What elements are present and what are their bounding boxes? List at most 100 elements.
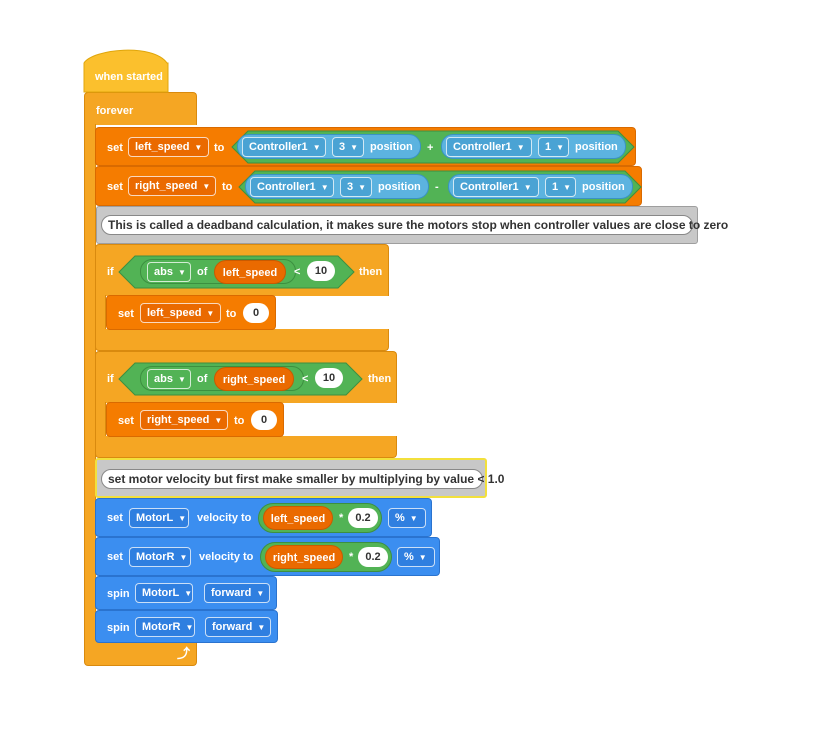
multiply-symbol: * xyxy=(349,551,354,563)
set-label: set xyxy=(107,142,123,154)
comment-text[interactable]: set motor velocity but first make smalle… xyxy=(101,469,504,489)
if-right-arm xyxy=(95,402,106,437)
forever-label: forever xyxy=(96,105,134,117)
abs-of-operator[interactable]: abs▼ of right_speed xyxy=(140,366,304,391)
when-started-hat[interactable] xyxy=(83,45,173,93)
chevron-down-icon: ▼ xyxy=(257,623,266,632)
abs-of-operator[interactable]: abs▼ of left_speed xyxy=(140,259,296,284)
right-speed-reporter[interactable]: right_speed xyxy=(214,367,294,391)
number-input[interactable]: 0 xyxy=(251,410,277,430)
left-speed-reporter[interactable]: left_speed xyxy=(214,260,286,284)
controller1-position-reporter-b[interactable]: Controller1▼ 1▼ position xyxy=(441,134,626,159)
set-right-speed-block[interactable]: set right_speed▼ to Controller1▼ 3▼ posi… xyxy=(95,166,642,206)
chevron-down-icon: ▼ xyxy=(179,553,188,562)
less-than-symbol: < xyxy=(302,373,309,385)
comment-text[interactable]: This is called a deadband calculation, i… xyxy=(101,215,728,235)
right-speed-reporter[interactable]: right_speed xyxy=(265,545,343,569)
number-input[interactable]: 10 xyxy=(307,261,335,281)
chevron-down-icon: ▼ xyxy=(523,183,532,192)
if-label: if xyxy=(107,266,114,278)
comment-block-deadband[interactable]: This is called a deadband calculation, i… xyxy=(96,206,728,244)
forever-block[interactable]: forever xyxy=(84,92,197,125)
axis-dropdown[interactable]: 1▼ xyxy=(545,177,576,197)
velocity-to-label: velocity to xyxy=(199,551,254,563)
of-label: of xyxy=(197,266,208,278)
spin-label: spin xyxy=(107,622,130,634)
chevron-down-icon: ▼ xyxy=(214,416,223,425)
to-label: to xyxy=(234,415,245,427)
position-label: position xyxy=(582,181,625,193)
set-motorr-velocity-block[interactable]: set MotorR▼ velocity to right_speed * 0.… xyxy=(95,537,440,576)
chevron-down-icon: ▼ xyxy=(358,183,367,192)
chevron-down-icon: ▼ xyxy=(184,589,193,598)
number-input[interactable]: 10 xyxy=(315,368,343,388)
number-input[interactable]: 0.2 xyxy=(348,508,378,528)
motorl-dropdown[interactable]: MotorL▼ xyxy=(135,583,193,603)
then-label: then xyxy=(359,266,383,278)
multiply-operator-block[interactable]: right_speed * 0.2 xyxy=(260,542,392,572)
right-speed-dropdown[interactable]: right_speed▼ xyxy=(128,176,216,196)
number-input[interactable]: 0.2 xyxy=(358,547,388,567)
controller1-dropdown[interactable]: Controller1▼ xyxy=(453,177,539,197)
velocity-to-label: velocity to xyxy=(197,512,252,524)
position-label: position xyxy=(370,141,413,153)
when-started-label: when started xyxy=(95,71,163,83)
direction-dropdown[interactable]: forward▼ xyxy=(205,617,271,637)
less-than-symbol: < xyxy=(294,266,301,278)
multiply-operator-block[interactable]: left_speed * 0.2 xyxy=(258,503,382,533)
comment-block-velocity[interactable]: set motor velocity but first make smalle… xyxy=(95,458,504,498)
multiply-symbol: * xyxy=(339,512,344,524)
set-label: set xyxy=(118,415,134,427)
direction-dropdown[interactable]: forward▼ xyxy=(204,583,270,603)
position-label: position xyxy=(378,181,421,193)
if-label: if xyxy=(107,373,114,385)
if-left-speed-block[interactable]: if abs▼ of left_speed < 10 then xyxy=(95,244,389,296)
abs-dropdown[interactable]: abs▼ xyxy=(147,369,191,389)
axis-dropdown[interactable]: 3▼ xyxy=(340,177,372,197)
controller1-position-reporter-a[interactable]: Controller1▼ 3▼ position xyxy=(245,174,429,199)
right-speed-dropdown[interactable]: right_speed▼ xyxy=(140,410,228,430)
spin-motorr-block[interactable]: spin MotorR▼ forward▼ xyxy=(95,610,278,643)
controller1-dropdown[interactable]: Controller1▼ xyxy=(250,177,334,197)
axis-dropdown[interactable]: 1▼ xyxy=(538,137,569,157)
to-label: to xyxy=(222,181,233,193)
if-right-speed-block[interactable]: if abs▼ of right_speed < 10 then xyxy=(95,351,397,403)
left-speed-dropdown[interactable]: left_speed▼ xyxy=(128,137,209,157)
position-label: position xyxy=(575,141,618,153)
left-speed-dropdown[interactable]: left_speed▼ xyxy=(140,303,221,323)
motorl-dropdown[interactable]: MotorL▼ xyxy=(129,508,189,528)
set-right-speed-zero-block[interactable]: set right_speed▼ to 0 xyxy=(106,402,284,437)
controller1-position-reporter-b[interactable]: Controller1▼ 1▼ position xyxy=(448,174,633,199)
set-label: set xyxy=(107,512,123,524)
controller1-dropdown[interactable]: Controller1▼ xyxy=(242,137,326,157)
set-motorl-velocity-block[interactable]: set MotorL▼ velocity to left_speed * 0.2… xyxy=(95,498,432,537)
motorr-dropdown[interactable]: MotorR▼ xyxy=(129,547,191,567)
set-left-speed-block[interactable]: set left_speed▼ to Controller1▼ 3▼ posit… xyxy=(95,127,636,166)
unit-dropdown[interactable]: %▼ xyxy=(388,508,426,528)
plus-operator: + xyxy=(427,142,434,154)
chevron-down-icon: ▼ xyxy=(206,309,215,318)
spin-motorl-block[interactable]: spin MotorL▼ forward▼ xyxy=(95,576,277,610)
chevron-down-icon: ▼ xyxy=(320,183,329,192)
axis-dropdown[interactable]: 3▼ xyxy=(332,137,364,157)
abs-dropdown[interactable]: abs▼ xyxy=(147,262,191,282)
chevron-down-icon: ▼ xyxy=(185,623,194,632)
chevron-down-icon: ▼ xyxy=(563,183,572,192)
of-label: of xyxy=(197,373,208,385)
to-label: to xyxy=(214,142,225,154)
controller1-dropdown[interactable]: Controller1▼ xyxy=(446,137,532,157)
to-label: to xyxy=(226,308,237,320)
set-left-speed-zero-block[interactable]: set left_speed▼ to 0 xyxy=(106,295,276,330)
set-label: set xyxy=(107,181,123,193)
chevron-down-icon: ▼ xyxy=(256,589,265,598)
if-left-bottom xyxy=(95,329,389,351)
if-left-arm xyxy=(95,295,106,330)
unit-dropdown[interactable]: %▼ xyxy=(397,547,435,567)
left-speed-reporter[interactable]: left_speed xyxy=(263,506,333,530)
number-input[interactable]: 0 xyxy=(243,303,269,323)
chevron-down-icon: ▼ xyxy=(194,143,203,152)
motorr-dropdown[interactable]: MotorR▼ xyxy=(135,617,195,637)
chevron-down-icon: ▼ xyxy=(177,268,186,277)
chevron-down-icon: ▼ xyxy=(312,143,321,152)
controller1-position-reporter-a[interactable]: Controller1▼ 3▼ position xyxy=(237,134,421,159)
